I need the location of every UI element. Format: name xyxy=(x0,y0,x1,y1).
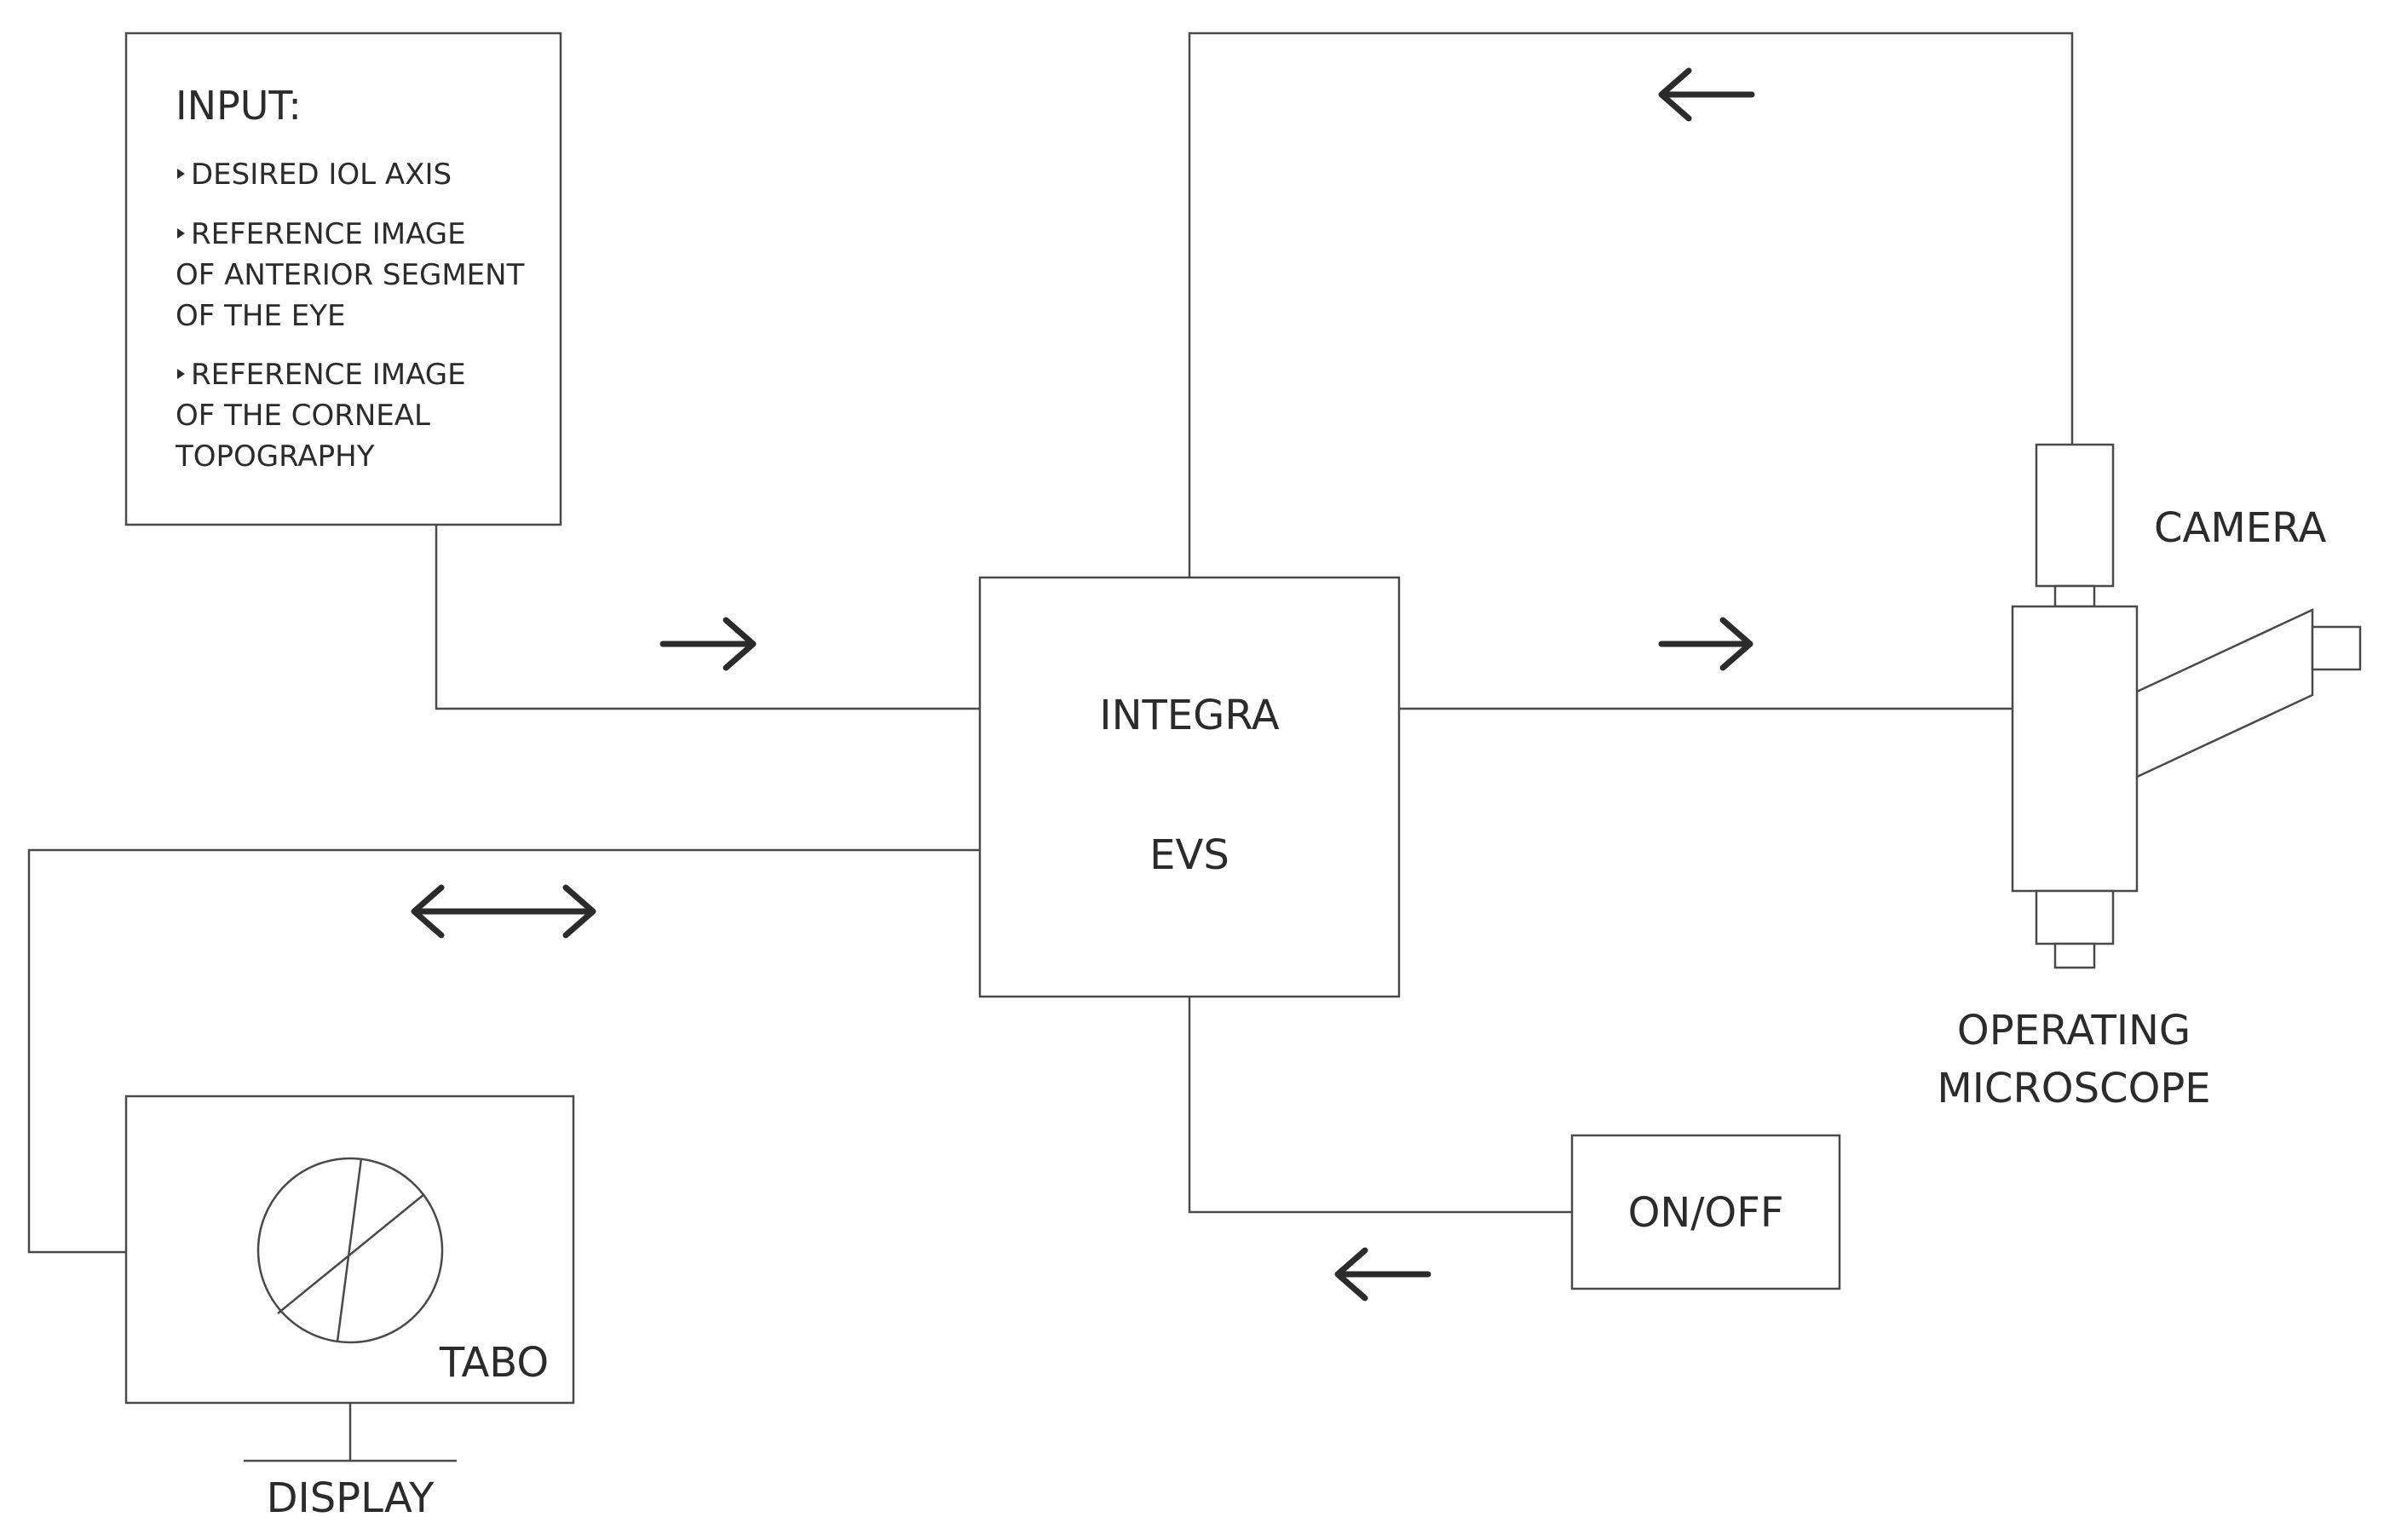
tabo-label: TABO xyxy=(439,1339,549,1387)
input-item-text: DESIRED IOL AXIS xyxy=(191,158,452,192)
input-box: INPUT: DESIRED IOL AXIS REFERENCE IMAGE OF… xyxy=(124,32,562,526)
integra-evs-box: INTEGRA EVS xyxy=(978,576,1401,998)
line-input-to-evs xyxy=(435,525,980,710)
line-evs-to-display xyxy=(27,848,980,1254)
bullet-icon xyxy=(177,228,185,238)
input-items: DESIRED IOL AXIS REFERENCE IMAGE OF ANTERI… xyxy=(175,158,525,474)
axis-circle-icon xyxy=(256,1157,444,1344)
on-off-label: ON/OFF xyxy=(1628,1189,1784,1237)
arrow-right-icon xyxy=(1658,617,1753,671)
display-label: DISPLAY xyxy=(267,1474,435,1522)
bullet-icon xyxy=(177,369,185,379)
microscope-label-line2: MICROSCOPE xyxy=(1937,1065,2210,1112)
input-item-text: TOPOGRAPHY xyxy=(175,440,375,474)
arrow-left-icon xyxy=(1658,67,1755,122)
camera-icon xyxy=(2035,443,2115,608)
input-item-text: REFERENCE IMAGE xyxy=(191,358,466,392)
input-item-text: OF ANTERIOR SEGMENT xyxy=(176,258,525,292)
camera-label: CAMERA xyxy=(2154,504,2327,552)
display-box: TABO xyxy=(124,1095,575,1405)
input-item-text: REFERENCE IMAGE xyxy=(191,217,466,251)
input-item-text: OF THE EYE xyxy=(176,299,345,333)
arrow-right-icon xyxy=(659,617,757,671)
connector-lines xyxy=(27,32,2074,1254)
flow-arrows xyxy=(411,67,1755,1302)
microscope-icon xyxy=(2011,605,2362,969)
input-title: INPUT: xyxy=(176,83,302,129)
arrow-left-icon xyxy=(1334,1247,1431,1302)
on-off-switch-box: ON/OFF xyxy=(1570,1134,1841,1290)
line-switch-to-evs xyxy=(1188,997,1572,1214)
bullet-icon xyxy=(177,169,185,179)
integra-label: INTEGRA xyxy=(1099,692,1279,739)
arrow-double-icon xyxy=(411,884,596,939)
display-stand xyxy=(244,1403,457,1462)
line-camera-to-evs xyxy=(1188,32,2074,578)
input-item-text: OF THE CORNEAL xyxy=(176,399,430,433)
microscope-label-line1: OPERATING xyxy=(1957,1007,2191,1054)
evs-label: EVS xyxy=(1149,831,1229,879)
